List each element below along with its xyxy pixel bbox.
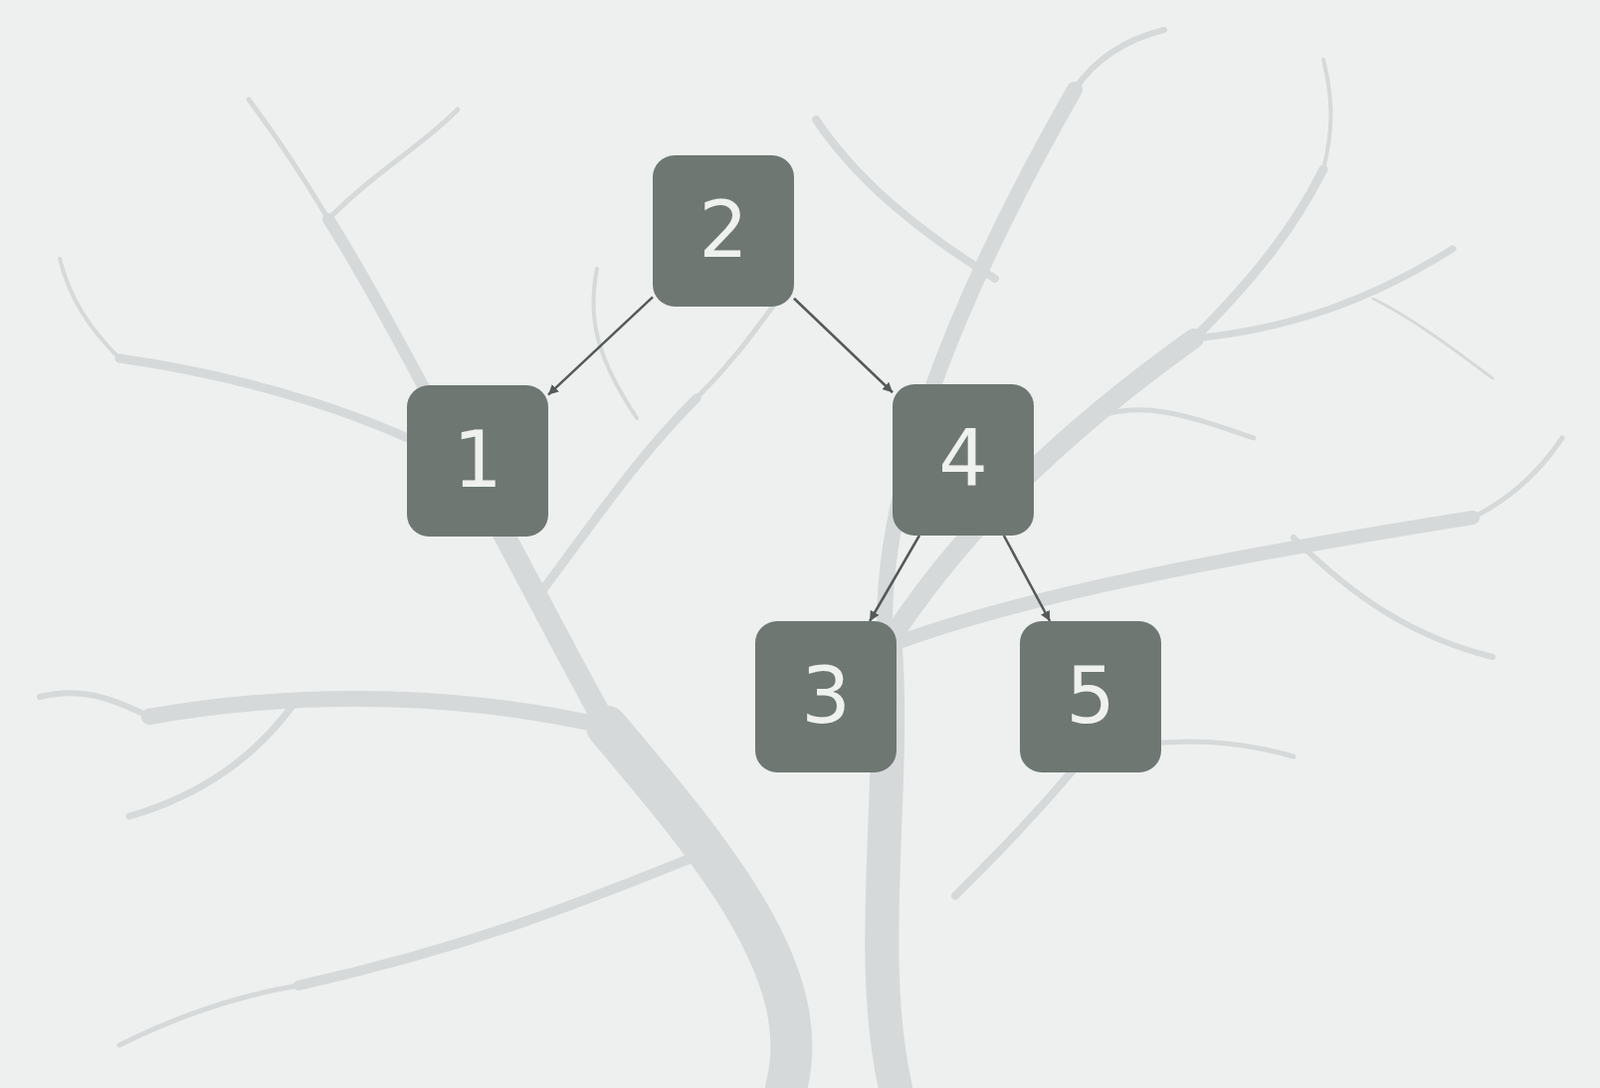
node-number: 4 <box>938 416 989 503</box>
tree-edge-arrow <box>548 296 653 395</box>
tree-edge-arrow <box>869 535 920 621</box>
node-number: 2 <box>698 188 749 274</box>
node-number: 1 <box>452 417 503 504</box>
tree-edge-arrow <box>794 298 893 393</box>
tree-node-box: 3 <box>755 620 897 773</box>
tree-node-box: 4 <box>892 384 1034 536</box>
tree-node-box: 2 <box>652 155 795 307</box>
node-number: 3 <box>800 653 851 740</box>
tree-node-box: 1 <box>406 385 549 537</box>
node-number: 5 <box>1065 653 1116 740</box>
tree-node-box: 5 <box>1019 620 1162 773</box>
tree-edge-arrow <box>1003 535 1050 621</box>
